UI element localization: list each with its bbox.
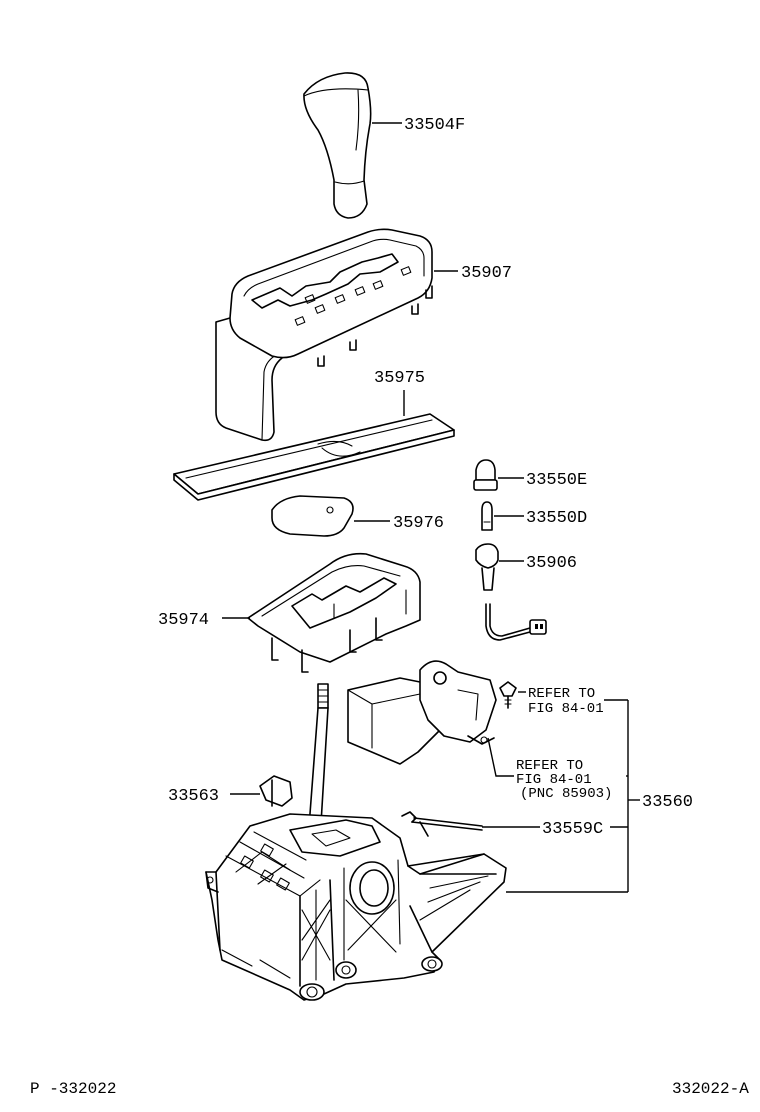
label-bulb-cap: 33550E — [526, 471, 587, 490]
shift-lock-solenoid-drawing — [347, 660, 497, 765]
refer-note-1-line2: FIG 84-01 — [528, 701, 604, 717]
label-lock-rod: 33559C — [542, 820, 603, 839]
label-indicator-plate: 35976 — [393, 514, 444, 533]
label-socket-wire: 35906 — [526, 554, 577, 573]
label-knob: 33504F — [404, 116, 465, 135]
refer-note-2-line2: FIG 84-01 — [516, 772, 592, 788]
screw-drawing — [499, 681, 517, 709]
assembly-bracket — [506, 699, 640, 893]
indicator-housing-drawing — [215, 228, 433, 442]
slide-cover-drawing — [173, 413, 455, 501]
refer-note-1-line1: REFER TO — [528, 686, 595, 702]
lever-pin-drawing — [259, 775, 293, 807]
shift-knob-drawing — [303, 72, 372, 219]
lock-rod-drawing — [401, 811, 483, 837]
label-lever-pin: 33563 — [168, 787, 219, 806]
bulb-drawing — [481, 501, 493, 531]
shift-lever-base-drawing — [205, 813, 507, 1001]
footer-left-code: P -332022 — [30, 1080, 116, 1098]
refer-note-2-line3: (PNC 85903) — [520, 786, 612, 802]
label-slide-cover: 35975 — [374, 369, 425, 388]
footer-right-code: 332022-A — [672, 1080, 749, 1098]
refer-note-2-line1: REFER TO — [516, 758, 583, 774]
label-shift-lever-assy: 33560 — [642, 793, 693, 812]
socket-wire-drawing — [475, 543, 547, 641]
indicator-plate-drawing — [271, 495, 354, 537]
bulb-cap-drawing — [473, 459, 498, 491]
label-selector-plate: 35974 — [158, 611, 209, 630]
selector-plate-drawing — [247, 552, 421, 673]
label-housing: 35907 — [461, 264, 512, 283]
label-bulb: 33550D — [526, 509, 587, 528]
